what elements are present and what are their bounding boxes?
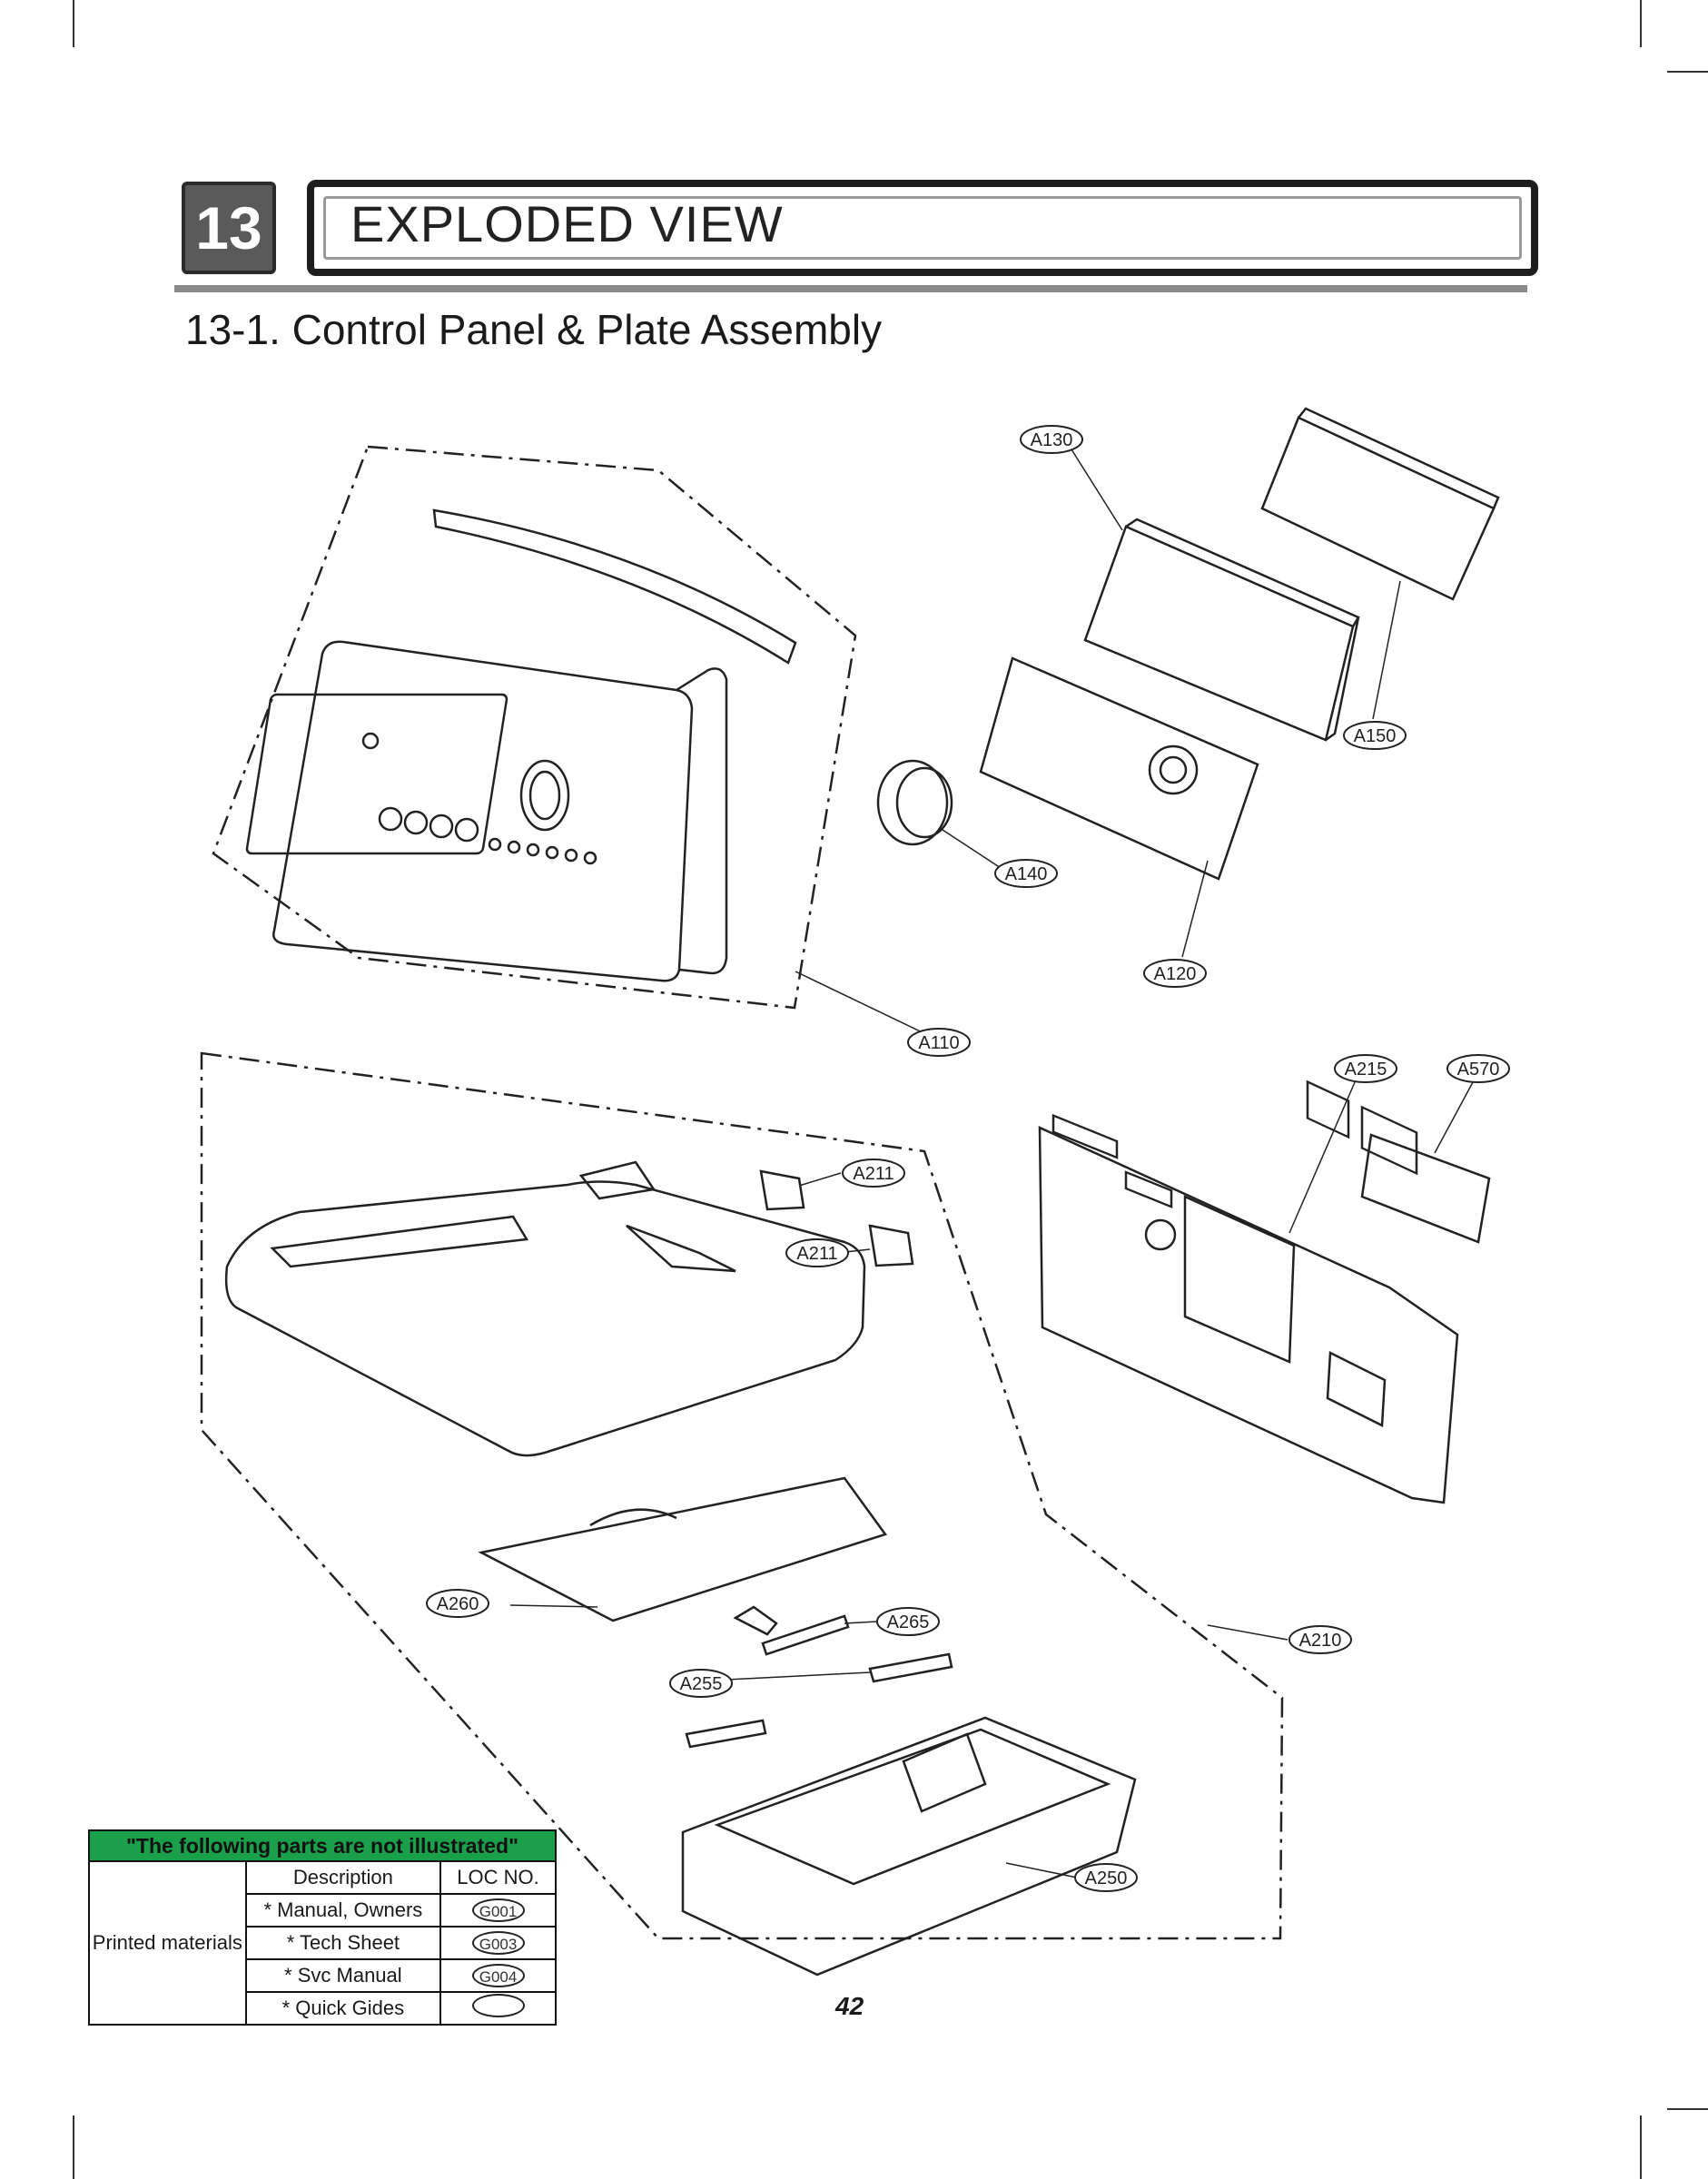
table-row: * Tech Sheet G003 — [89, 1926, 557, 1960]
part-label-a150: A150 — [1343, 721, 1407, 750]
header-rule — [174, 285, 1527, 292]
a570-leader-line — [1434, 1081, 1474, 1154]
lid-pin-part — [761, 1614, 850, 1656]
svg-text:A215: A215 — [1345, 1060, 1387, 1080]
part-label-a260: A260 — [426, 1589, 489, 1618]
part-label-a211-top: A211 — [842, 1159, 905, 1188]
back-plate-part — [1038, 1126, 1459, 1504]
a120-leader-line — [1181, 860, 1209, 958]
loc-oval: G004 — [471, 1964, 525, 1987]
part-label-a120: A120 — [1143, 959, 1207, 988]
loc-oval: G003 — [471, 1931, 525, 1955]
part-label-a210: A210 — [1288, 1625, 1352, 1654]
table-row: * Svc Manual G004 — [89, 1958, 557, 1993]
table-row: * Quick Gides — [89, 1991, 557, 2026]
svg-text:A130: A130 — [1031, 430, 1073, 450]
a260-leader-line — [509, 1604, 598, 1608]
crop-mark — [1640, 0, 1642, 47]
row-description: * Manual, Owners — [244, 1893, 442, 1928]
rear-box-part — [1260, 407, 1500, 1176]
a265-leader-line — [844, 1621, 878, 1624]
row-loc — [439, 1991, 557, 2026]
main-pcb-part — [979, 656, 1259, 1208]
damper-part — [685, 1719, 767, 1749]
a211-leader-line — [798, 1172, 842, 1187]
svg-text:A250: A250 — [1085, 1868, 1128, 1888]
lid-part — [478, 1476, 888, 1622]
svg-text:A211: A211 — [796, 1244, 837, 1264]
row-description: * Svc Manual — [244, 1958, 442, 1993]
svg-text:A110: A110 — [918, 1033, 959, 1053]
description-column-header: Description — [244, 1860, 442, 1895]
part-label-a570: A570 — [1446, 1054, 1510, 1083]
row-loc: G004 — [439, 1958, 557, 1993]
part-label-a215: A215 — [1334, 1054, 1397, 1083]
crop-mark — [73, 2115, 74, 2179]
dispenser-tray-part — [681, 1716, 1137, 1977]
svg-text:A140: A140 — [1005, 864, 1048, 884]
a150-leader-line — [1372, 580, 1401, 720]
part-label-a110: A110 — [907, 1028, 971, 1057]
page-number: 42 — [835, 1992, 864, 2020]
table-header: "The following parts are not illustrated… — [88, 1829, 557, 1862]
part-label-a140: A140 — [994, 859, 1058, 888]
a130-leader-line — [1071, 449, 1123, 531]
top-plate-part — [224, 1160, 866, 1457]
printed-materials-label: Printed materials — [88, 1860, 247, 2026]
row-description: * Tech Sheet — [244, 1926, 442, 1960]
part-label-a265: A265 — [876, 1607, 940, 1636]
chapter-title: EXPLODED VIEW — [350, 195, 784, 252]
loc-oval: G001 — [471, 1898, 525, 1922]
loc-oval — [471, 1994, 525, 2017]
crop-mark — [1667, 2108, 1708, 2110]
a110-leader-line — [795, 971, 933, 1038]
part-label-a255: A255 — [669, 1669, 733, 1698]
a250-leader-line — [1005, 1862, 1078, 1878]
a140-leader-line — [939, 827, 1002, 869]
pcb-cover-part — [1083, 518, 1360, 742]
not-illustrated-parts-table: "The following parts are not illustrated… — [88, 1829, 557, 2026]
damper-part — [868, 1652, 953, 1683]
control-panel-group-outline — [212, 445, 857, 1010]
top-plate-group-outline — [200, 1051, 1284, 1940]
a210-leader-line — [1207, 1624, 1288, 1641]
svg-text:A260: A260 — [437, 1594, 479, 1614]
svg-text:A265: A265 — [887, 1612, 930, 1632]
svg-text:A255: A255 — [680, 1674, 723, 1694]
part-label-a211-bottom: A211 — [785, 1238, 849, 1267]
chapter-number-badge: 13 — [182, 182, 276, 274]
chapter-title-inner-border — [323, 196, 1522, 260]
svg-text:A210: A210 — [1299, 1631, 1342, 1651]
row-loc: G003 — [439, 1926, 557, 1960]
a215-leader-line — [1288, 1081, 1356, 1234]
crop-mark — [73, 0, 74, 47]
crop-mark — [1640, 2115, 1642, 2179]
part-label-a250: A250 — [1074, 1863, 1138, 1892]
svg-text:A150: A150 — [1354, 726, 1397, 746]
chapter-title-frame: EXPLODED VIEW — [307, 180, 1538, 276]
hinge-part — [759, 1169, 805, 1211]
back-plate-cover-part — [1360, 1133, 1491, 1244]
table-row: * Manual, Owners G001 — [89, 1893, 557, 1928]
lid-latch-part — [733, 1605, 778, 1636]
svg-text:A570: A570 — [1457, 1060, 1500, 1080]
hinge-part — [868, 1224, 914, 1267]
a255-leader-line — [726, 1671, 871, 1681]
section-title: 13-1. Control Panel & Plate Assembly — [185, 306, 883, 353]
knob-part — [876, 759, 953, 846]
loc-column-header: LOC NO. — [439, 1860, 557, 1895]
part-label-a130: A130 — [1020, 425, 1083, 454]
svg-text:A120: A120 — [1154, 964, 1197, 984]
row-description: * Quick Gides — [244, 1991, 442, 2026]
row-loc: G001 — [439, 1893, 557, 1928]
crop-mark — [1667, 71, 1708, 73]
control-panel-housing-part — [245, 640, 728, 982]
control-panel-top-trim-part — [432, 508, 797, 665]
svg-text:A211: A211 — [853, 1164, 893, 1184]
